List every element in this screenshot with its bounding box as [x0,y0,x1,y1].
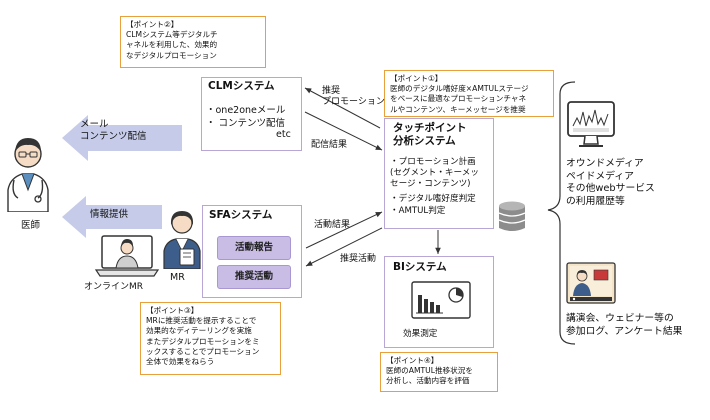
point2-title: 【ポイント②】 [126,20,179,29]
mail-content-label: メール コンテンツ配信 [80,119,147,142]
database-icon [498,201,526,231]
point4-note: 【ポイント④】 医師のAMTUL推移状況を 分析し、活動内容を評価 [380,352,498,392]
point4-body: 医師のAMTUL推移状況を 分析し、活動内容を評価 [386,366,473,386]
clm-title: CLMシステム [208,80,275,92]
point2-note: 【ポイント②】 CLMシステム等デジタルチ ャネルを利用した、効果的 なデジタル… [120,16,266,68]
point3-body: MRに推奨活動を提示することで 効果的なディテーリングを実施 またデジタルプロモ… [146,316,260,367]
bi-system-box: BIシステム 効果測定 [384,256,494,348]
mail-content-arrow [62,115,182,161]
data-source-bracket [547,81,576,345]
delivery-result-label: 配信結果 [311,140,348,150]
point4-title: 【ポイント④】 [386,356,439,365]
doctor-icon [7,138,49,212]
point3-note: 【ポイント③】 MRに推奨活動を提示することで 効果的なディテーリングを実施 ま… [140,302,281,375]
clm-item-mail: ・one2oneメール [206,105,286,116]
sfa-title: SFAシステム [209,209,273,221]
touchpoint-system-box: タッチポイント 分析システム ・プロモーション計画 (セグメント・キーメッ セー… [384,118,494,229]
dashboard-icon [411,281,471,319]
recommend-activity-label: 推奨活動 [340,254,377,264]
bi-title: BIシステム [393,261,447,273]
recommended-activity-button[interactable]: 推奨活動 [217,265,291,289]
point2-body: CLMシステム等デジタルチ ャネルを利用した、効果的 なデジタルプロモーション [126,30,218,60]
recommend-promo-label: 推奨 プロモーション [322,86,385,107]
info-provide-arrow [62,196,162,238]
recommend-promo-arrow [304,87,381,129]
clm-system-box: CLMシステム ・one2oneメール ・ コンテンツ配信 etc [201,77,302,151]
mr-label: MR [170,272,185,283]
media-history-text: オウンドメディア ペイドメディア その他webサービス の利用履歴等 [566,158,655,207]
event-log-text: 講演会、ウェビナー等の 参加ログ、アンケート結果 [566,313,683,337]
touchpoint-title: タッチポイント 分析システム [393,122,467,147]
info-provide-label: 情報提供 [90,209,129,220]
doctor-label: 医師 [21,220,41,231]
activity-result-arrow [305,211,383,249]
recommend-activity-arrow [305,227,383,267]
online-mr-label: オンラインMR [84,282,144,292]
mr-icon [163,211,201,269]
touchpoint-item-plan: ・プロモーション計画 (セグメント・キーメッ セージ・コンテンツ) [390,157,479,189]
delivery-result-arrow [304,111,383,151]
touchpoint-item-digital: ・デジタル嗜好度判定 [390,194,476,204]
activity-result-label: 活動結果 [314,220,351,230]
touchpoint-item-amtul: ・AMTUL判定 [390,206,446,216]
sfa-system-box: SFAシステム 活動報告 推奨活動 [202,205,302,298]
clm-item-content: ・ コンテンツ配信 [206,118,286,129]
bi-caption: 効果測定 [403,329,438,339]
activity-report-button[interactable]: 活動報告 [217,236,291,260]
laptop-icon [94,235,160,277]
point1-body: 医師のデジタル嗜好度×AMTULステージ をベースに最適なプロモーションチャネ … [390,84,529,114]
point3-title: 【ポイント③】 [146,306,199,315]
video-seminar-icon [566,262,616,304]
clm-item-etc: etc [276,129,291,140]
point1-note: 【ポイント①】 医師のデジタル嗜好度×AMTULステージ をベースに最適なプロモ… [384,70,554,117]
monitor-icon [567,101,615,147]
point1-title: 【ポイント①】 [390,74,443,83]
